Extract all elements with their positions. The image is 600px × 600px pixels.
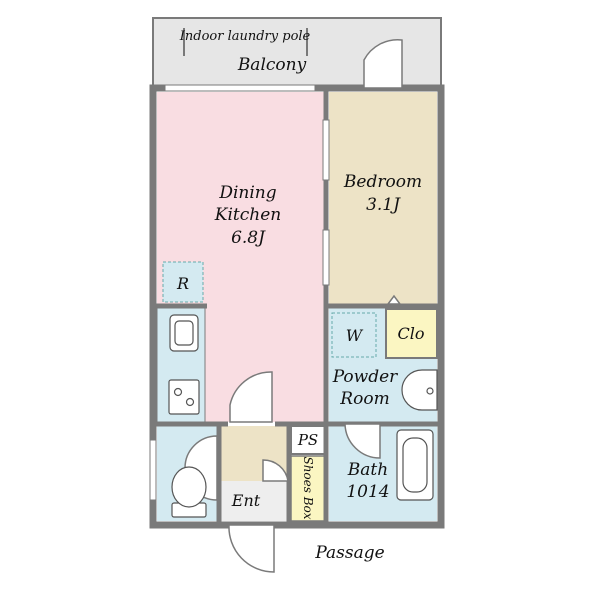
windows: [149, 84, 330, 501]
powder-room-label-2: Room: [339, 389, 389, 409]
washer-label: W: [346, 326, 364, 345]
closet-label: Clo: [398, 324, 425, 343]
closet-door-mark: [386, 294, 402, 305]
dining-kitchen-size: 6.8J: [231, 228, 266, 248]
balcony-door: [363, 39, 403, 89]
bedroom-size: 3.1J: [366, 195, 401, 215]
refrigerator-space: [162, 261, 204, 303]
bathtub-icon: [396, 429, 434, 501]
bath-label: Bath: [347, 460, 388, 480]
powder-room-label-1: Powder: [332, 367, 398, 387]
bath-size: 1014: [346, 482, 389, 502]
closet-floor: [385, 308, 438, 359]
bedroom-floor: [329, 92, 437, 304]
shoes-box-label: Shoes Box: [301, 456, 315, 519]
refrigerator-label: R: [176, 274, 189, 293]
laundry-pole-label: Indoor laundry pole: [179, 29, 311, 44]
sink-icon: [169, 314, 199, 352]
entrance-door: [228, 524, 275, 573]
dining-kitchen-label-2: Kitchen: [214, 205, 281, 225]
entrance-label: Ent: [231, 491, 261, 510]
pipe-space-label: PS: [297, 431, 318, 449]
stove-icon: [168, 379, 200, 415]
entrance-floor: [221, 481, 287, 521]
door-swings: [184, 39, 403, 573]
washbasin-icon: [401, 369, 438, 411]
washer-space: [331, 312, 377, 358]
toilet-icon: [171, 466, 207, 518]
kitchen-door: [229, 371, 273, 423]
bedroom-label: Bedroom: [343, 172, 422, 192]
dining-kitchen-label-1: Dining: [218, 183, 276, 203]
bath-door: [344, 423, 381, 459]
hall-door: [262, 459, 289, 482]
passage-label: Passage: [314, 543, 384, 563]
balcony-label: Balcony: [237, 55, 307, 75]
